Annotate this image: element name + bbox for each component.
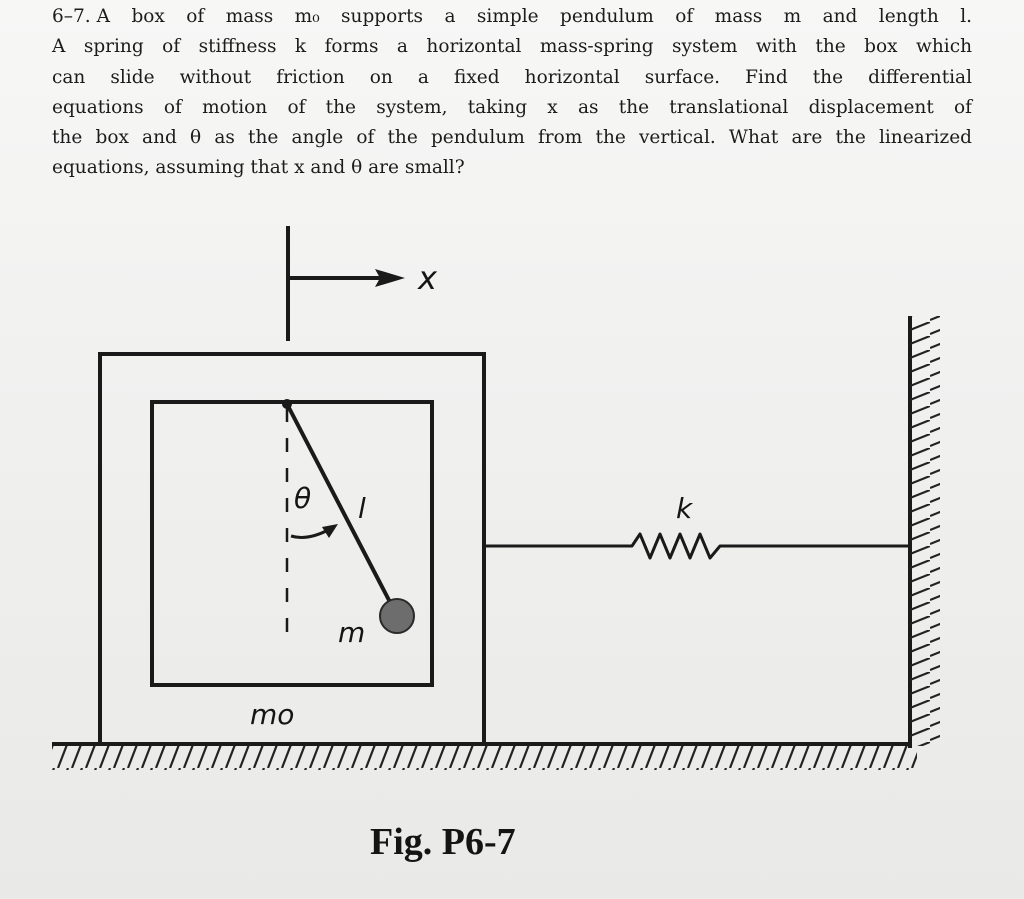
problem-line-6: equations, assuming that x and θ are sma…	[52, 157, 465, 179]
spring	[484, 532, 910, 560]
box-mass-label: mo	[250, 698, 294, 731]
theta-arrow-head	[322, 524, 338, 538]
x-axis-arrow-head	[375, 269, 405, 287]
stiffness-label: k	[676, 492, 694, 525]
box-inner	[150, 400, 434, 687]
figure-caption: Fig. P6-7	[370, 821, 516, 863]
problem-line-2: A spring of stiffness k forms a horizont…	[52, 36, 972, 58]
pendulum-box-spring-figure: x θ l m mo k	[0, 196, 1024, 899]
wall-hatching	[910, 316, 940, 746]
problem-line-1: 6–7.A box of mass m₀ supports a simple p…	[52, 2, 972, 32]
pendulum-mass-label: m	[338, 616, 365, 649]
problem-text-line: A box of mass m₀ supports a simple pendu…	[96, 6, 972, 27]
pendulum-bob	[379, 598, 415, 634]
problem-statement: 6–7.A box of mass m₀ supports a simple p…	[52, 2, 972, 184]
problem-line-5: the box and θ as the angle of the pendul…	[52, 127, 972, 149]
x-axis-label: x	[417, 259, 438, 297]
figure-drawing: x θ l m mo k	[52, 226, 940, 770]
length-label: l	[358, 492, 366, 525]
problem-line-4: equations of motion of the system, takin…	[52, 96, 972, 118]
pendulum-rod	[285, 403, 394, 607]
theta-label: θ	[294, 482, 311, 515]
problem-number: 6–7.	[52, 6, 91, 27]
box-outer	[98, 352, 486, 746]
ground-hatching	[52, 744, 917, 770]
problem-line-3: can slide without friction on a fixed ho…	[52, 66, 972, 88]
